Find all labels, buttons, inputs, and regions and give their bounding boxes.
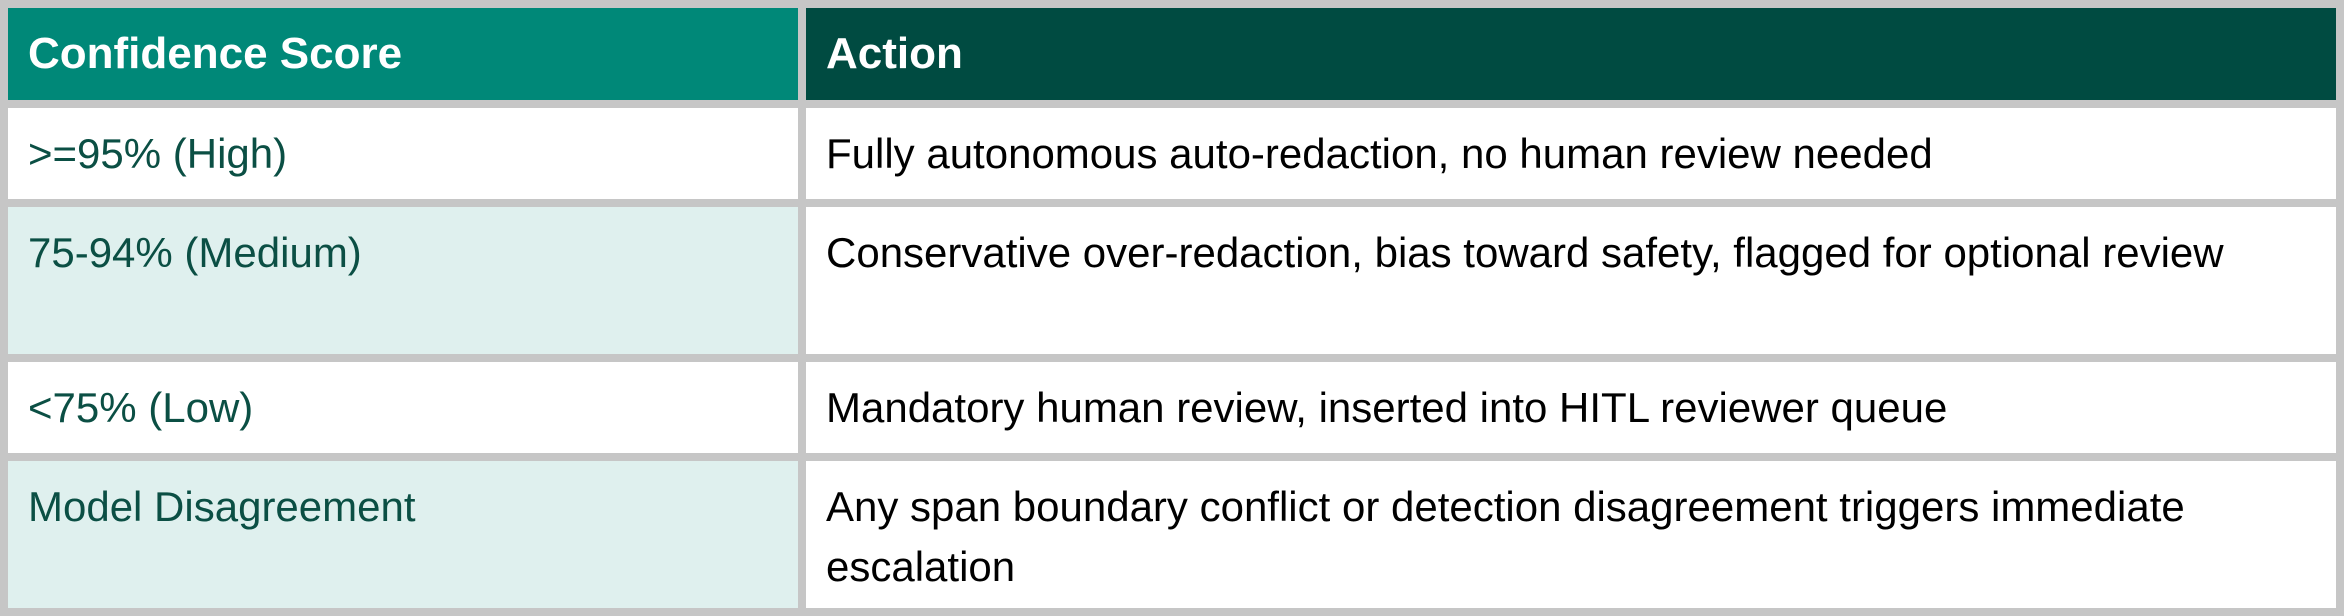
action-cell: Any span boundary conflict or detection … [806, 461, 2336, 608]
action-cell: Fully autonomous auto-redaction, no huma… [806, 108, 2336, 199]
header-row: Confidence Score Action [8, 8, 2336, 100]
confidence-score-cell: Model Disagreement [8, 461, 798, 608]
column-header-confidence-score: Confidence Score [8, 8, 798, 100]
table-row-medium: 75-94% (Medium) Conservative over-redact… [8, 207, 2336, 354]
confidence-score-cell: >=95% (High) [8, 108, 798, 199]
table-row-high: >=95% (High) Fully autonomous auto-redac… [8, 108, 2336, 199]
table-row-low: <75% (Low) Mandatory human review, inser… [8, 362, 2336, 453]
confidence-score-cell: <75% (Low) [8, 362, 798, 453]
column-header-action: Action [806, 8, 2336, 100]
table-row-model-disagreement: Model Disagreement Any span boundary con… [8, 461, 2336, 608]
action-cell: Mandatory human review, inserted into HI… [806, 362, 2336, 453]
action-cell: Conservative over-redaction, bias toward… [806, 207, 2336, 354]
confidence-score-cell: 75-94% (Medium) [8, 207, 798, 354]
